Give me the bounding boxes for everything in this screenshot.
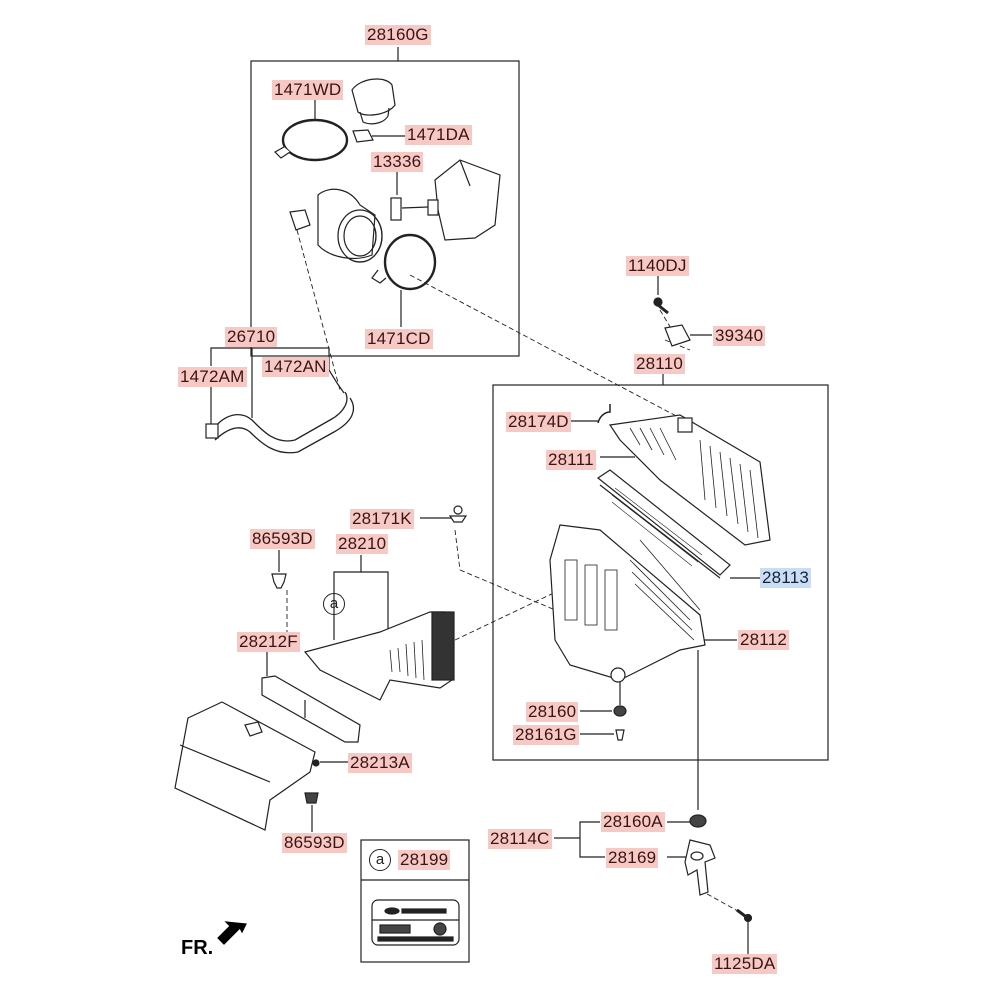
- part-label-1471wd[interactable]: 1471WD: [272, 80, 344, 100]
- part-label-28199[interactable]: 28199: [398, 850, 451, 870]
- part-label-1472am[interactable]: 1472AM: [178, 367, 247, 387]
- part-label-1140dj[interactable]: 1140DJ: [626, 256, 689, 276]
- clamp-1471cd: [371, 233, 437, 291]
- air-cleaner-lower-case: [549, 524, 706, 683]
- duct-cover-28213a: [174, 701, 320, 831]
- grommet-28160: [613, 705, 627, 717]
- part-label-28161g[interactable]: 28161G: [513, 725, 579, 745]
- part-label-28160g[interactable]: 28160G: [365, 25, 431, 45]
- part-label-28213a[interactable]: 28213A: [348, 753, 412, 773]
- part-label-28160a[interactable]: 28160A: [601, 812, 665, 832]
- part-label-28112[interactable]: 28112: [738, 630, 790, 650]
- part-label-1125da[interactable]: 1125DA: [712, 954, 778, 974]
- bolt-1140dj: [653, 297, 669, 315]
- part-label-28110[interactable]: 28110: [634, 354, 686, 374]
- part-label-28111[interactable]: 28111: [546, 450, 596, 470]
- group-box-28160g: [250, 60, 520, 357]
- sensor-13336: [390, 197, 402, 221]
- clip-28171k: [448, 505, 468, 523]
- part-label-28171k[interactable]: 28171K: [350, 509, 414, 529]
- part-label-1471cd[interactable]: 1471CD: [365, 329, 433, 349]
- clamp-1471wd: [274, 118, 349, 162]
- part-label-1472an[interactable]: 1472AN: [262, 357, 329, 377]
- part-label-28113[interactable]: 28113: [760, 568, 812, 588]
- hose-26710: [205, 391, 355, 454]
- part-label-28174d[interactable]: 28174D: [506, 412, 571, 432]
- part-label-86593d-top[interactable]: 86593D: [250, 529, 315, 549]
- bolt-1125da: [736, 908, 753, 923]
- callout-a-marker: a: [323, 593, 345, 615]
- decal-box-28199: [360, 839, 470, 963]
- front-direction-label: FR.: [181, 937, 214, 959]
- air-cleaner-upper-cover: [608, 414, 771, 546]
- front-direction-arrow-icon: [217, 921, 247, 945]
- part-label-28114c[interactable]: 28114C: [488, 829, 552, 849]
- clamp-1471da: [352, 129, 374, 143]
- cap-part: [351, 78, 396, 125]
- pin-28161g: [615, 729, 625, 741]
- part-label-86593d-bottom[interactable]: 86593D: [282, 833, 347, 853]
- part-label-1471da[interactable]: 1471DA: [405, 125, 472, 145]
- group-box-28110: [492, 384, 829, 761]
- part-label-28160[interactable]: 28160: [526, 702, 579, 722]
- part-label-28212f[interactable]: 28212F: [237, 632, 300, 652]
- grommet-28160a: [689, 814, 707, 828]
- part-label-26710[interactable]: 26710: [225, 327, 278, 347]
- clip-86593d-top: [271, 573, 287, 589]
- filter-element-28113: [596, 469, 731, 579]
- part-label-28210[interactable]: 28210: [336, 534, 389, 554]
- resonator-box: [401, 159, 501, 241]
- bracket-39340: [664, 324, 691, 347]
- part-label-13336[interactable]: 13336: [371, 152, 424, 172]
- clip-86593d-bottom: [304, 792, 319, 804]
- part-label-28169[interactable]: 28169: [606, 848, 659, 868]
- air-duct-28210: [303, 611, 455, 701]
- intake-sensor-body: [289, 188, 383, 263]
- bracket-28169: [684, 839, 716, 896]
- clip-28174d: [597, 404, 611, 424]
- part-label-39340[interactable]: 39340: [713, 326, 766, 346]
- bracket-28212f: [261, 675, 361, 743]
- callout-a-marker-decal: a: [369, 849, 391, 871]
